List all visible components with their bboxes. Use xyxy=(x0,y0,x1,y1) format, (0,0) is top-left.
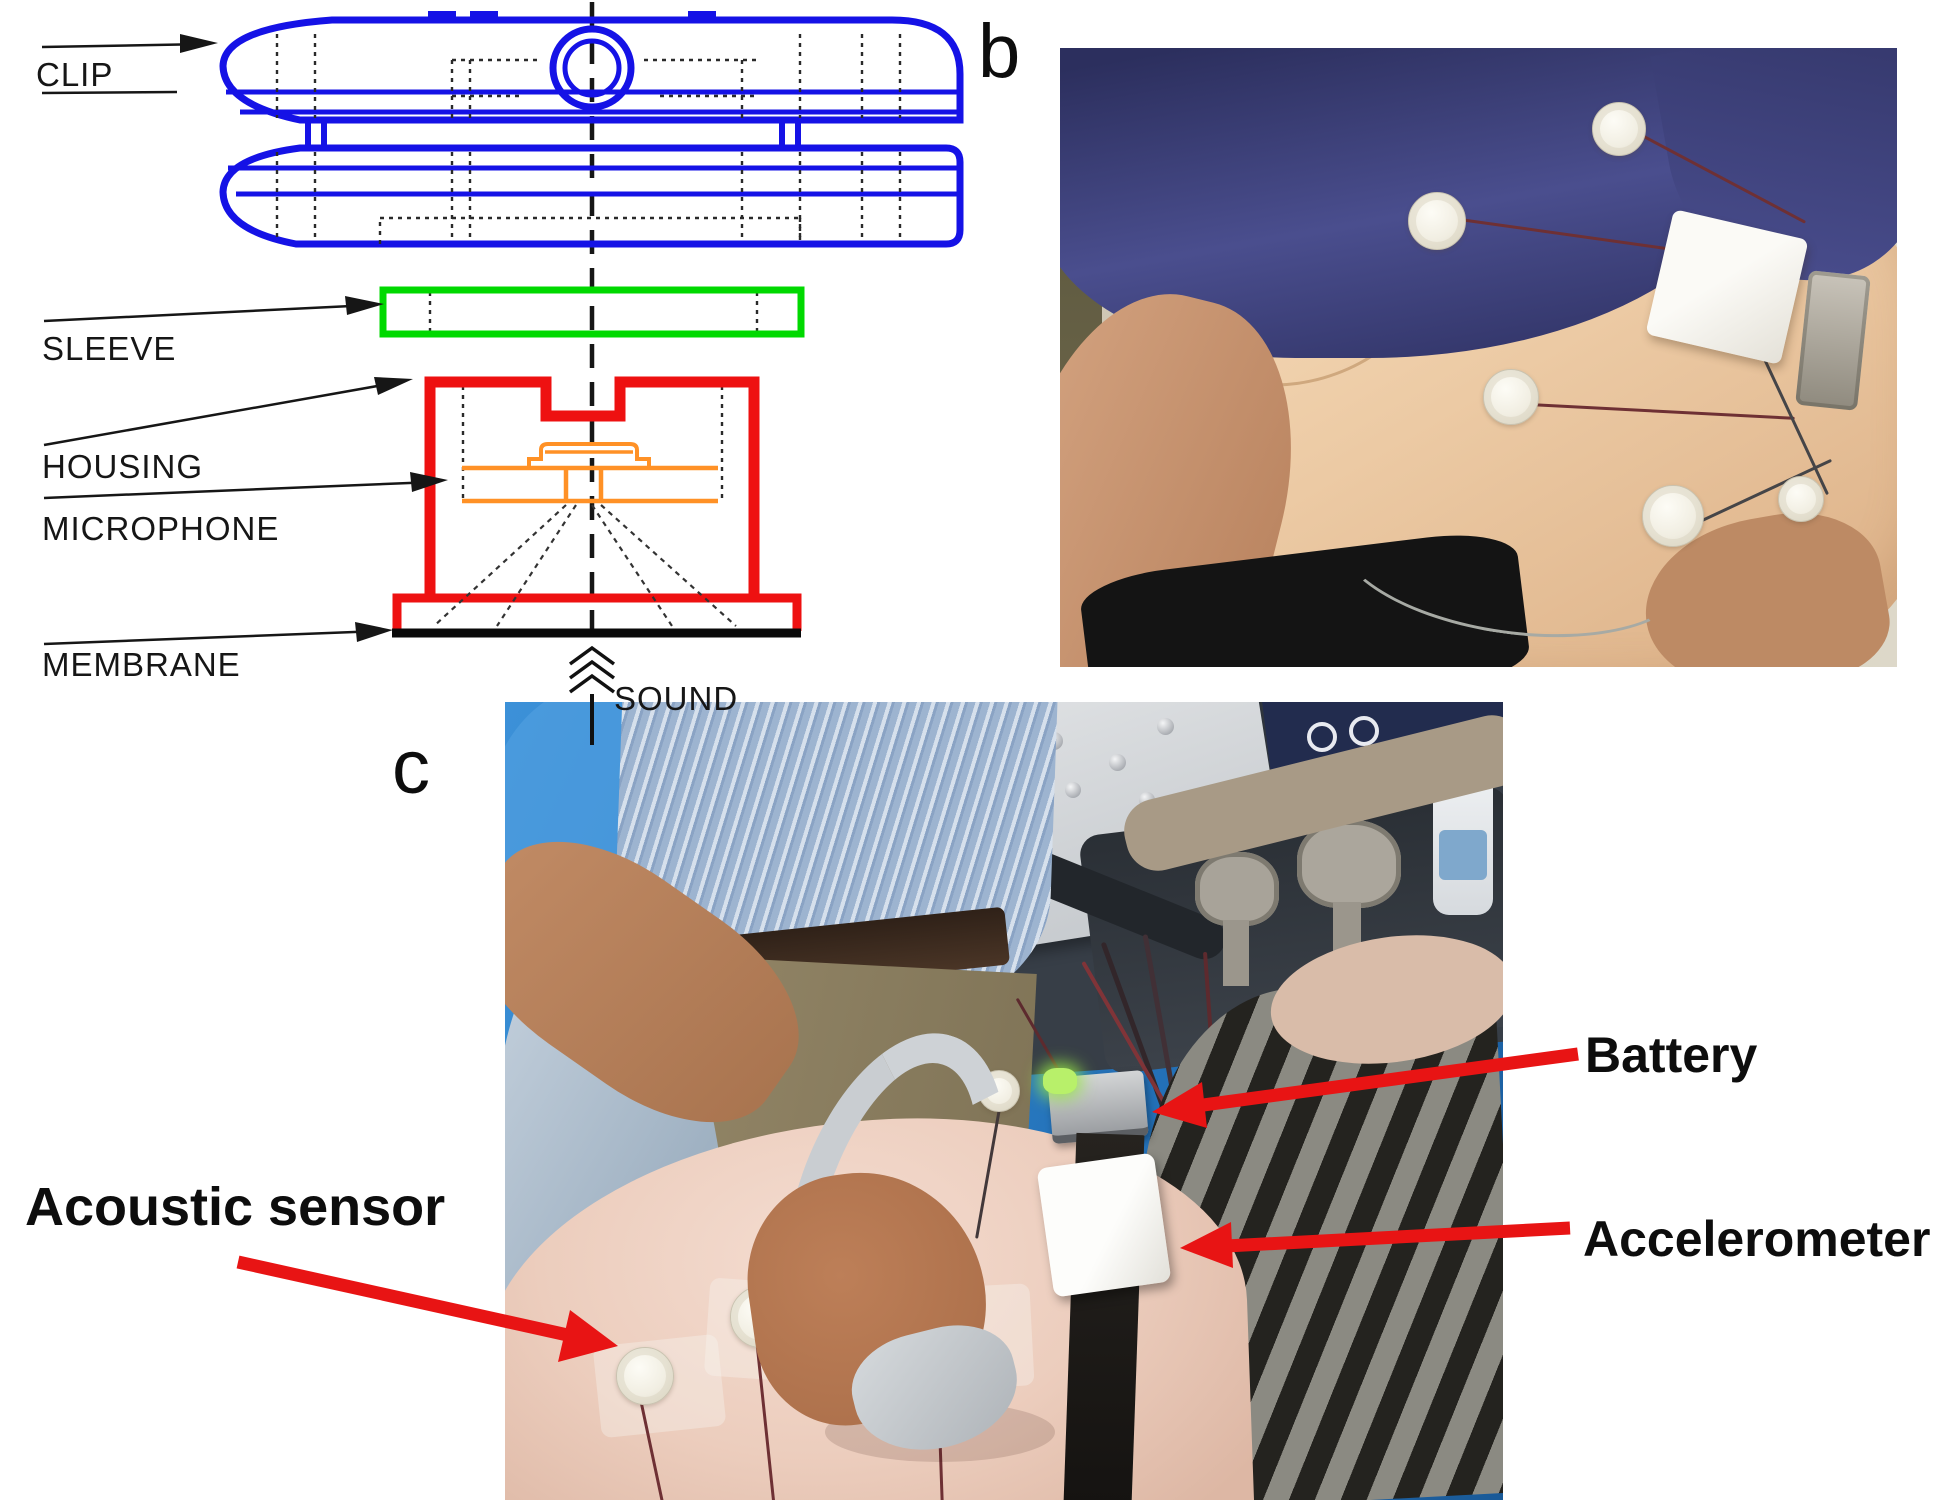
annotation-accelerometer: Accelerometer xyxy=(1583,1211,1931,1267)
label-microphone: MICROPHONE xyxy=(42,510,280,547)
label-clip: CLIP xyxy=(36,56,114,93)
gel-bottle-label xyxy=(1439,830,1487,880)
sensor-disc xyxy=(1408,192,1466,250)
probe-holder-stem xyxy=(1223,920,1249,986)
microphone-drawing xyxy=(462,442,718,504)
acoustic-sensor-disc xyxy=(978,1070,1020,1112)
sleeve-drawing xyxy=(379,286,805,338)
photo-panel-c xyxy=(505,702,1503,1500)
panel-letter-b: b xyxy=(978,9,1021,94)
console-knob xyxy=(1109,754,1126,771)
screen-logo-dot xyxy=(1349,716,1379,746)
clip-drawing xyxy=(219,11,964,248)
label-sleeve: SLEEVE xyxy=(42,330,177,367)
annotation-acoustic-sensor: Acoustic sensor xyxy=(25,1177,446,1237)
photo-panel-b xyxy=(1060,48,1897,667)
console-knob xyxy=(1157,718,1174,735)
panel-letter-c: c xyxy=(392,725,430,810)
console-knob xyxy=(1065,782,1081,798)
label-membrane: MEMBRANE xyxy=(42,646,241,683)
annotation-battery: Battery xyxy=(1585,1027,1758,1083)
accelerometer-box xyxy=(1036,1152,1172,1298)
sensor-disc xyxy=(1778,476,1824,522)
sensor-disc xyxy=(1642,485,1704,547)
housing-drawing xyxy=(392,376,802,631)
probe-holder-cup xyxy=(1297,820,1401,908)
sensor-disc xyxy=(1483,369,1539,425)
screen-logo-dot xyxy=(1307,722,1337,752)
label-housing: HOUSING xyxy=(42,448,204,485)
dashed-detail-lines xyxy=(275,34,902,499)
sensor-disc xyxy=(1592,102,1646,156)
probe-holder-cup xyxy=(1195,852,1279,926)
sound-cone-dashes xyxy=(433,504,737,627)
acoustic-sensor-disc xyxy=(616,1347,674,1405)
label-arrowheads xyxy=(180,34,448,642)
battery-led xyxy=(1043,1068,1077,1094)
label-sound: SOUND xyxy=(614,680,739,717)
